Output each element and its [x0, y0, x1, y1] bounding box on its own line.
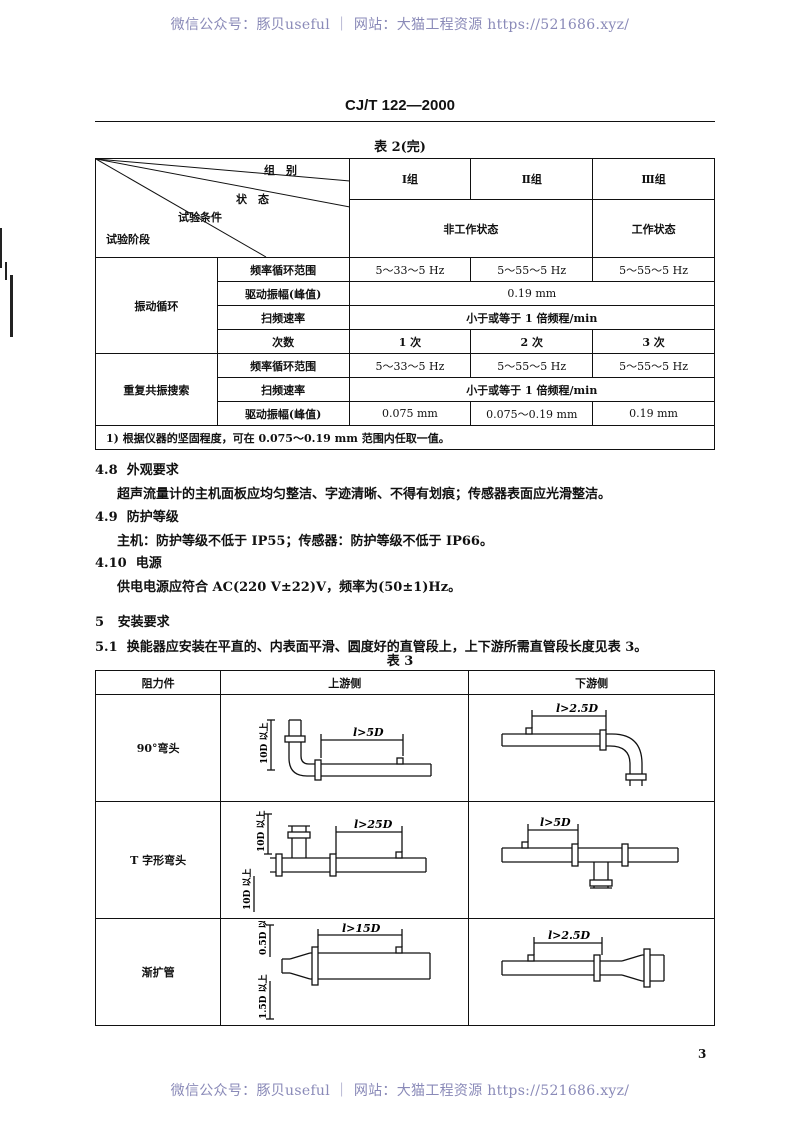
- page-number: 3: [698, 1047, 707, 1061]
- figure-90-downstream: l>2.5D: [468, 694, 715, 802]
- vib-count-label: 次数: [216, 329, 350, 354]
- header-g1: Ⅰ组: [348, 158, 472, 200]
- section-4-9-text: 主机：防护等级不低于 IP55；传感器：防护等级不低于 IP66。: [117, 534, 493, 549]
- down-length-label: l>2.5D: [548, 929, 591, 942]
- t-upstream-diagram: l>25D 10D 以上 10D 以上: [241, 811, 427, 912]
- section-4-10-heading: 4.10 电源: [95, 552, 162, 571]
- figure-expander-upstream: l>15D 0.5D 以上 1.5D 以上: [220, 918, 470, 1026]
- table2-note: 1) 根据仪器的坚固程度，可在 0.075～0.19 mm 范围内任取一值。: [95, 425, 715, 450]
- section-number: 4.9: [95, 510, 118, 525]
- up-length-label: l>25D: [354, 818, 393, 831]
- diagonal-header: 组 别 状 态 试验条件 试验阶段: [95, 158, 350, 258]
- scan-mark: [0, 228, 2, 268]
- header-g2: Ⅱ组: [470, 158, 594, 200]
- vib-count-g3: 3 次: [592, 329, 715, 354]
- up-side2-label: 1.5D 以上: [257, 974, 269, 1019]
- watermark-bottom: 微信公众号：豚贝useful ｜ 网站：大猫工程资源 https://52168…: [170, 1083, 630, 1099]
- section-5-1-paragraph: 5.1 换能器应安装在平直的、内表面平滑、圆度好的直管段上，上下游所需直管段长度…: [95, 636, 647, 655]
- up-side-label: 10D 以上: [258, 723, 270, 764]
- table-2: 组 别 状 态 试验条件 试验阶段 Ⅰ组 Ⅱ组 Ⅲ组 非工作状态 工作状态 振动…: [95, 158, 716, 450]
- vib-amp-label: 驱动振幅(峰值): [216, 281, 350, 306]
- up-length-label: l>15D: [342, 922, 381, 935]
- section-text: 换能器应安装在平直的、内表面平滑、圆度好的直管段上，上下游所需直管段长度见表 3…: [126, 640, 648, 655]
- section-title: 安装要求: [117, 615, 170, 630]
- row-t-elbow: T 字形弯头: [94, 801, 222, 919]
- col-component: 阻力件: [94, 670, 222, 695]
- header-working: 工作状态: [592, 199, 715, 258]
- header-rule: [95, 121, 715, 122]
- res-amp-g1: 0.075 mm: [348, 401, 472, 426]
- figure-t-downstream: l>5D: [468, 801, 715, 919]
- figure-t-upstream: l>25D 10D 以上 10D 以上: [220, 801, 470, 919]
- col-downstream: 下游侧: [468, 670, 715, 695]
- figure-90-upstream: l>5D 10D 以上: [220, 694, 470, 802]
- res-amp-g3: 0.19 mm: [592, 401, 715, 426]
- row-90-elbow: 90°弯头: [94, 694, 222, 802]
- standard-number: CJ/T 122—2000: [344, 97, 456, 114]
- vib-sweep-label: 扫频速率: [216, 305, 350, 330]
- header-stage: 试验阶段: [106, 233, 150, 246]
- stage-vibration: 振动循环: [95, 257, 218, 354]
- stage-resonance: 重复共振搜索: [95, 353, 218, 426]
- section-title: 电源: [135, 556, 162, 571]
- header-condition: 试验条件: [178, 211, 222, 224]
- section-number: 4.8: [95, 463, 118, 478]
- section-title: 防护等级: [126, 510, 179, 525]
- res-freq-label: 频率循环范围: [216, 353, 350, 378]
- res-amp-label: 驱动振幅(峰值): [216, 401, 350, 426]
- table3-caption: 表 3: [386, 654, 414, 669]
- t-downstream-diagram: l>5D: [500, 816, 679, 889]
- res-freq-g1: 5～33～5 Hz: [348, 353, 472, 378]
- res-sweep-value: 小于或等于 1 倍频程/min: [348, 377, 716, 402]
- col-upstream: 上游侧: [220, 670, 470, 695]
- vib-amp-value: 0.19 mm: [348, 281, 716, 306]
- section-number: 5.1: [95, 640, 118, 655]
- down-length-label: l>2.5D: [556, 702, 599, 715]
- section-4-8-heading: 4.8 外观要求: [95, 459, 179, 478]
- vib-count-g2: 2 次: [470, 329, 594, 354]
- vib-freq-label: 频率循环范围: [216, 257, 350, 282]
- res-freq-g2: 5～55～5 Hz: [470, 353, 594, 378]
- down-length-label: l>5D: [540, 816, 571, 829]
- up-side-label: 10D 以上: [255, 811, 267, 852]
- table2-caption: 表 2(完): [374, 140, 426, 155]
- vib-count-g1: 1 次: [348, 329, 472, 354]
- scan-mark: [5, 262, 7, 280]
- up-side2-label: 10D 以上: [241, 869, 253, 910]
- header-non-working: 非工作状态: [348, 199, 594, 258]
- header-g3: Ⅲ组: [592, 158, 715, 200]
- section-number: 5: [95, 615, 105, 630]
- vib-sweep-value: 小于或等于 1 倍频程/min: [348, 305, 716, 330]
- vib-freq-g3: 5～55～5 Hz: [592, 257, 715, 282]
- res-freq-g3: 5～55～5 Hz: [592, 353, 715, 378]
- figure-expander-downstream: l>2.5D: [468, 918, 715, 1026]
- res-amp-g2: 0.075～0.19 mm: [470, 401, 594, 426]
- section-4-10-text: 供电电源应符合 AC(220 V±22)V，频率为(50±1)Hz。: [117, 580, 462, 595]
- row-expander: 渐扩管: [94, 918, 222, 1026]
- section-number: 4.10: [95, 556, 127, 571]
- elbow-downstream-diagram: l>2.5D: [500, 702, 647, 786]
- section-5-heading: 5 安装要求: [95, 611, 170, 630]
- table-3: 阻力件 上游侧 下游侧 90°弯头: [94, 670, 715, 1026]
- expander-downstream-diagram: l>2.5D: [500, 929, 665, 988]
- section-title: 外观要求: [126, 463, 179, 478]
- watermark-top: 微信公众号：豚贝useful ｜ 网站：大猫工程资源 https://52168…: [170, 17, 630, 33]
- section-4-8-text: 超声流量计的主机面板应均匀整洁、字迹清晰、不得有划痕；传感器表面应光滑整洁。: [117, 487, 612, 502]
- header-state: 状 态: [236, 193, 269, 206]
- up-length-label: l>5D: [353, 726, 384, 739]
- vib-freq-g1: 5～33～5 Hz: [348, 257, 472, 282]
- res-sweep-label: 扫频速率: [216, 377, 350, 402]
- vib-freq-g2: 5～55～5 Hz: [470, 257, 594, 282]
- section-4-9-heading: 4.9 防护等级: [95, 506, 179, 525]
- header-group: 组 别: [264, 164, 297, 177]
- up-side-label: 0.5D 以上: [257, 921, 269, 955]
- diagonal-lines: [96, 159, 350, 257]
- scan-mark: [10, 275, 13, 337]
- expander-upstream-diagram: l>15D 0.5D 以上 1.5D 以上: [257, 921, 431, 1020]
- elbow-upstream-diagram: l>5D 10D 以上: [258, 719, 432, 781]
